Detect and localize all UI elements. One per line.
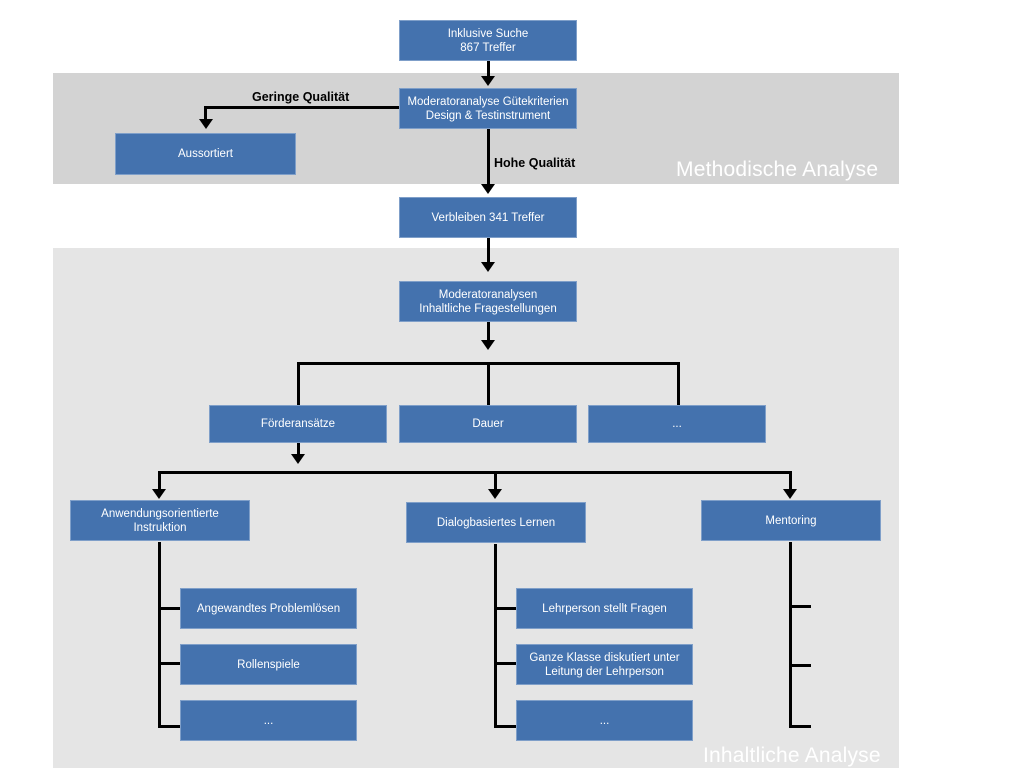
node-lehrperson-stellt-fragen[interactable]: Lehrperson stellt Fragen: [516, 588, 693, 629]
node-kategorie-weitere-line1: ...: [672, 418, 682, 430]
node-inklusive-suche[interactable]: Inklusive Suche 867 Treffer: [399, 20, 577, 61]
node-dauer[interactable]: Dauer: [399, 405, 577, 443]
arrowhead-guete-to-verbleiben: [481, 184, 495, 194]
node-verbleiben-341-treffer[interactable]: Verbleiben 341 Treffer: [399, 197, 577, 238]
arrowhead-moderatoranalysen-stem: [481, 340, 495, 350]
connector-dialogbasiertes-bracket-vertical: [494, 544, 497, 728]
node-foerderansaetze-line1: Förderansätze: [260, 418, 336, 430]
node-verbleiben-341-treffer-line1: Verbleiben 341 Treffer: [431, 211, 545, 224]
node-lehrperson-fragen-line1: Lehrperson stellt Fragen: [542, 602, 667, 615]
node-aussortiert[interactable]: Aussortiert: [115, 133, 296, 175]
node-moderatoranalysen-inhaltliche-fragestellungen[interactable]: Moderatoranalysen Inhaltliche Fragestell…: [399, 281, 577, 322]
connector-category-weitere-drop: [677, 362, 680, 406]
node-rollenspiele-line1: Rollenspiele: [237, 658, 300, 671]
section-label-inhaltliche-analyse: Inhaltliche Analyse: [703, 744, 881, 767]
connector-leaf-angewandtes-stub: [158, 607, 182, 610]
node-rollenspiele[interactable]: Rollenspiele: [180, 644, 357, 685]
connector-leaf-anwendung-weitere-stub: [158, 725, 182, 728]
connector-leaf-lehrperson-stub: [494, 607, 516, 610]
connector-mentoring-bracket-vertical: [789, 542, 792, 728]
arrowhead-verbleiben-to-moderatoranalysen: [481, 262, 495, 272]
connector-mentoring-stub-2: [789, 664, 811, 667]
node-mentoring[interactable]: Mentoring: [701, 500, 881, 541]
node-angewandtes-problemloesen-line1: Angewandtes Problemlösen: [196, 602, 341, 615]
node-dauer-line1: Dauer: [472, 418, 504, 430]
node-aussortiert-line1: Aussortiert: [178, 148, 233, 160]
connector-foerderansaetze-stem: [297, 442, 300, 458]
edge-label-hohe-qualitaet: Hohe Qualität: [494, 156, 576, 170]
connector-mentoring-stub-1: [789, 605, 811, 608]
node-ganze-klasse-line1: Ganze Klasse diskutiert unter: [529, 651, 680, 664]
arrowhead-guete-to-aussortiert: [199, 119, 213, 129]
node-moderatoranalyse-guetekriterien-line2: Design & Testinstrument: [425, 109, 551, 122]
connector-approach-dialogbasiertes-drop: [494, 471, 497, 493]
connector-approaches-busbar: [158, 471, 792, 474]
node-inklusive-suche-line1: Inklusive Suche: [447, 27, 529, 40]
node-moderatoranalyse-guetekriterien-line1: Moderatoranalyse Gütekriterien: [407, 95, 569, 108]
node-ganze-klasse-line2: Leitung der Lehrperson: [545, 665, 664, 678]
node-anwendung-weitere[interactable]: ...: [180, 700, 357, 741]
arrowhead-suche-to-guete: [481, 76, 495, 86]
connector-anwendungsorientierte-bracket-vertical: [158, 542, 161, 728]
connector-mentoring-stub-3: [789, 725, 811, 728]
connector-guete-to-aussortiert-horizontal: [205, 106, 401, 109]
node-dialog-weitere[interactable]: ...: [516, 700, 693, 741]
arrowhead-foerderansaetze-stem: [291, 454, 305, 464]
node-dialog-weitere-line1: ...: [599, 714, 610, 727]
arrowhead-approach-anwendungsorientierte: [152, 489, 166, 499]
node-inklusive-suche-line2: 867 Treffer: [460, 41, 516, 54]
connector-suche-to-guete: [487, 60, 490, 82]
connector-guete-to-verbleiben: [487, 128, 490, 188]
arrowhead-approach-dialogbasiertes: [488, 489, 502, 499]
connector-approach-anwendungsorientierte-drop: [158, 471, 161, 493]
connector-leaf-dialog-weitere-stub: [494, 725, 516, 728]
connector-moderatoranalysen-stem: [487, 322, 490, 346]
node-anwendungsorientierte-instruktion[interactable]: Anwendungsorientierte Instruktion: [70, 500, 250, 541]
node-anwendung-weitere-line1: ...: [263, 714, 274, 727]
section-label-methodische-analyse: Methodische Analyse: [676, 158, 879, 181]
connector-category-foerderansaetze-drop: [297, 362, 300, 406]
arrowhead-approach-mentoring: [783, 489, 797, 499]
node-foerderansaetze[interactable]: Förderansätze: [209, 405, 387, 443]
node-mentoring-line1: Mentoring: [765, 514, 817, 527]
connector-guete-to-aussortiert-vertical: [204, 106, 207, 124]
node-moderatoranalysen-inhalt-line2: Inhaltliche Fragestellungen: [419, 302, 557, 315]
node-angewandtes-problemloesen[interactable]: Angewandtes Problemlösen: [180, 588, 357, 629]
connector-leaf-ganze-klasse-stub: [494, 662, 516, 665]
node-moderatoranalyse-guetekriterien[interactable]: Moderatoranalyse Gütekriterien Design & …: [399, 88, 577, 129]
node-ganze-klasse-diskutiert[interactable]: Ganze Klasse diskutiert unter Leitung de…: [516, 644, 693, 685]
node-moderatoranalysen-inhalt-line1: Moderatoranalysen: [438, 288, 538, 301]
node-dialogbasiertes-line1: Dialogbasiertes Lernen: [436, 516, 556, 529]
node-anwendungsorientierte-line1: Anwendungsorientierte: [101, 507, 219, 520]
connector-verbleiben-to-moderatoranalysen: [487, 238, 490, 268]
node-anwendungsorientierte-line2: Instruktion: [133, 521, 187, 534]
connector-leaf-rollenspiele-stub: [158, 662, 182, 665]
node-dialogbasiertes-lernen[interactable]: Dialogbasiertes Lernen: [406, 502, 586, 543]
connector-approach-mentoring-drop: [789, 471, 792, 493]
connector-category-dauer-drop: [487, 362, 490, 406]
edge-label-geringe-qualitaet: Geringe Qualität: [252, 90, 350, 104]
node-kategorie-weitere[interactable]: ...: [588, 405, 766, 443]
